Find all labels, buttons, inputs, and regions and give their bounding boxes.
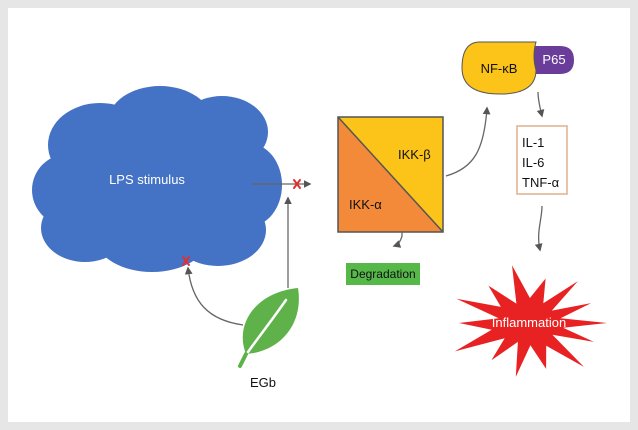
leaf-icon — [238, 288, 299, 368]
arrows — [184, 91, 545, 326]
p65-shape — [528, 46, 574, 74]
inhibit-mark-lps-arrow — [293, 179, 301, 189]
inflammation-label: Inflammation — [492, 315, 566, 330]
inhibit-mark-egb-lps — [182, 256, 190, 266]
cytokine-box: IL-1 IL-6 TNF-α — [516, 125, 568, 195]
egb-leaf: EGb — [238, 288, 299, 390]
nfkb-complex: NF-κB P65 — [461, 41, 574, 95]
cytokine-il1: IL-1 — [522, 135, 544, 150]
degradation-label: Degradation — [350, 267, 415, 281]
x-mark-icon — [182, 256, 190, 266]
egb-label: EGb — [250, 375, 276, 390]
ikk-square-outline — [337, 116, 444, 233]
cytokine-tnfa: TNF-α — [522, 175, 560, 190]
arrow-ikk-to-degradation — [392, 232, 403, 248]
ikk-alpha-label: IKK-α — [349, 197, 382, 212]
degradation-box: Degradation — [346, 263, 420, 285]
ikk-divider — [337, 116, 444, 233]
degradation-rect — [346, 263, 420, 285]
arrow-cytokines-to-inflammation — [534, 205, 543, 252]
nfkb-label: NF-κB — [481, 61, 518, 76]
ikk-complex: IKK-β IKK-α — [337, 116, 444, 233]
cloud-icon — [32, 86, 282, 272]
p65-label: P65 — [542, 52, 565, 67]
nfkb-shape — [461, 41, 537, 95]
lps-label: LPS stimulus — [109, 172, 185, 187]
inflammation-burst: Inflammation — [454, 265, 607, 377]
cytokine-il6: IL-6 — [522, 155, 544, 170]
cytokine-box-border — [516, 125, 568, 195]
arrow-ikk-to-nfkb — [445, 106, 491, 177]
x-mark-icon — [293, 179, 301, 189]
arrow-egb-inhibit-lps — [184, 266, 244, 326]
ikk-beta-label: IKK-β — [398, 147, 431, 162]
lps-cloud: LPS stimulus — [32, 86, 282, 272]
starburst-icon — [454, 265, 607, 377]
arrow-nfkb-to-cytokines — [536, 91, 545, 118]
